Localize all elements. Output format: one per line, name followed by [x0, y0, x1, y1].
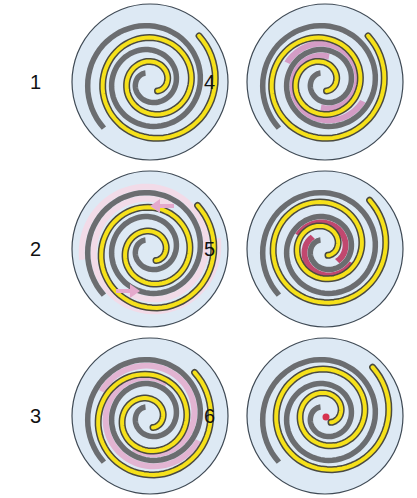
orbiting-scroll-outline [276, 367, 389, 469]
orbiting-scroll-outline [273, 200, 386, 302]
callout-number: 2 [30, 239, 41, 259]
orbiting-scroll [98, 373, 211, 475]
callout-number: 6 [204, 406, 215, 426]
orbiting-scroll [103, 36, 216, 138]
orbiting-scroll [101, 206, 214, 308]
orbiting-scroll [273, 200, 386, 302]
disc [247, 4, 403, 160]
callout-number: 3 [30, 406, 41, 426]
discharge-pocket [323, 414, 330, 421]
gas-pockets [79, 41, 366, 470]
flow-arrow [116, 284, 140, 298]
orbiting-scroll-outline [101, 206, 214, 308]
flow-arrow [150, 199, 174, 213]
callout-number: 4 [204, 72, 215, 92]
disc [72, 4, 228, 160]
orbiting-scroll-outline [272, 36, 385, 138]
orbiting-scroll [272, 36, 385, 138]
disc [247, 171, 403, 327]
orbiting-scroll-outline [103, 36, 216, 138]
callout-number: 1 [30, 72, 41, 92]
disc [247, 338, 403, 494]
callout-number: 5 [204, 239, 215, 259]
intake-arrows [116, 199, 174, 298]
orbiting-scroll-outline [98, 373, 211, 475]
orbiting-scroll [276, 367, 389, 469]
disc [72, 171, 228, 327]
scroll-discs [72, 4, 403, 494]
scroll-spirals [88, 26, 389, 475]
disc [72, 338, 228, 494]
